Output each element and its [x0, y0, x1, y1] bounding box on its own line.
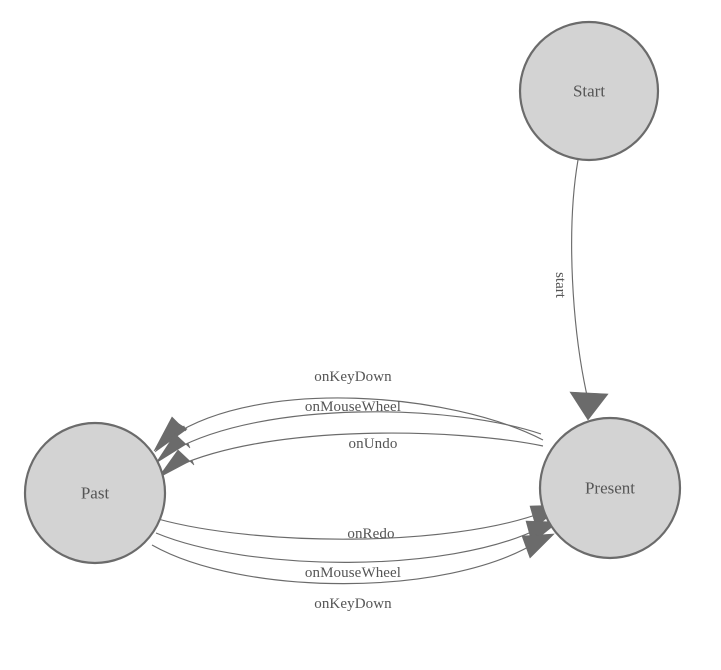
arrowhead-past-present-keydown: [521, 533, 555, 559]
node-present-label: Present: [585, 479, 635, 498]
edge-path-past-present-mousewheel: [155, 527, 541, 563]
node-start[interactable]: Start: [518, 20, 660, 162]
edge-past-to-present-onkeydown[interactable]: onKeyDown: [151, 533, 555, 612]
edge-path-present-past-undo: [177, 432, 544, 467]
edge-present-to-past-onundo[interactable]: onUndo: [157, 432, 544, 479]
arrowhead-present-past-undo: [157, 449, 195, 479]
arrowhead-present-past-mousewheel: [155, 433, 191, 464]
edge-path-present-past-mousewheel: [173, 411, 542, 451]
node-present[interactable]: Present: [538, 416, 682, 560]
edge-path-past-present-keydown: [151, 541, 538, 585]
node-start-label: Start: [573, 82, 605, 101]
edge-path-start-present: [571, 159, 589, 401]
edge-past-to-present-onredo[interactable]: onRedo: [157, 504, 563, 542]
edge-start-to-present[interactable]: start: [552, 159, 609, 421]
edge-label-past-present-mousewheel: onMouseWheel: [305, 565, 401, 581]
edge-label-past-present-redo: onRedo: [347, 526, 394, 542]
edge-label-present-past-keydown: onKeyDown: [314, 369, 392, 385]
edge-present-to-past-onkeydown[interactable]: onKeyDown: [153, 369, 544, 453]
edge-path-past-present-redo: [157, 511, 545, 540]
edge-label-present-past-mousewheel: onMouseWheel: [305, 399, 401, 415]
arrowhead-present-past-keydown-body: [153, 416, 187, 452]
edge-label-start: start: [552, 272, 568, 299]
edge-label-past-present-keydown: onKeyDown: [314, 596, 392, 612]
arrowhead-start-present: [569, 391, 609, 421]
node-start-circle: [518, 20, 660, 162]
edge-label-present-past-undo: onUndo: [349, 436, 398, 452]
node-past-label: Past: [81, 484, 110, 503]
node-past[interactable]: Past: [23, 421, 167, 565]
node-present-circle: [538, 416, 682, 560]
node-past-circle: [23, 421, 167, 565]
edge-present-to-past-onmousewheel[interactable]: onMouseWheel: [155, 399, 542, 464]
edge-path-present-past-keydown: [171, 397, 544, 441]
